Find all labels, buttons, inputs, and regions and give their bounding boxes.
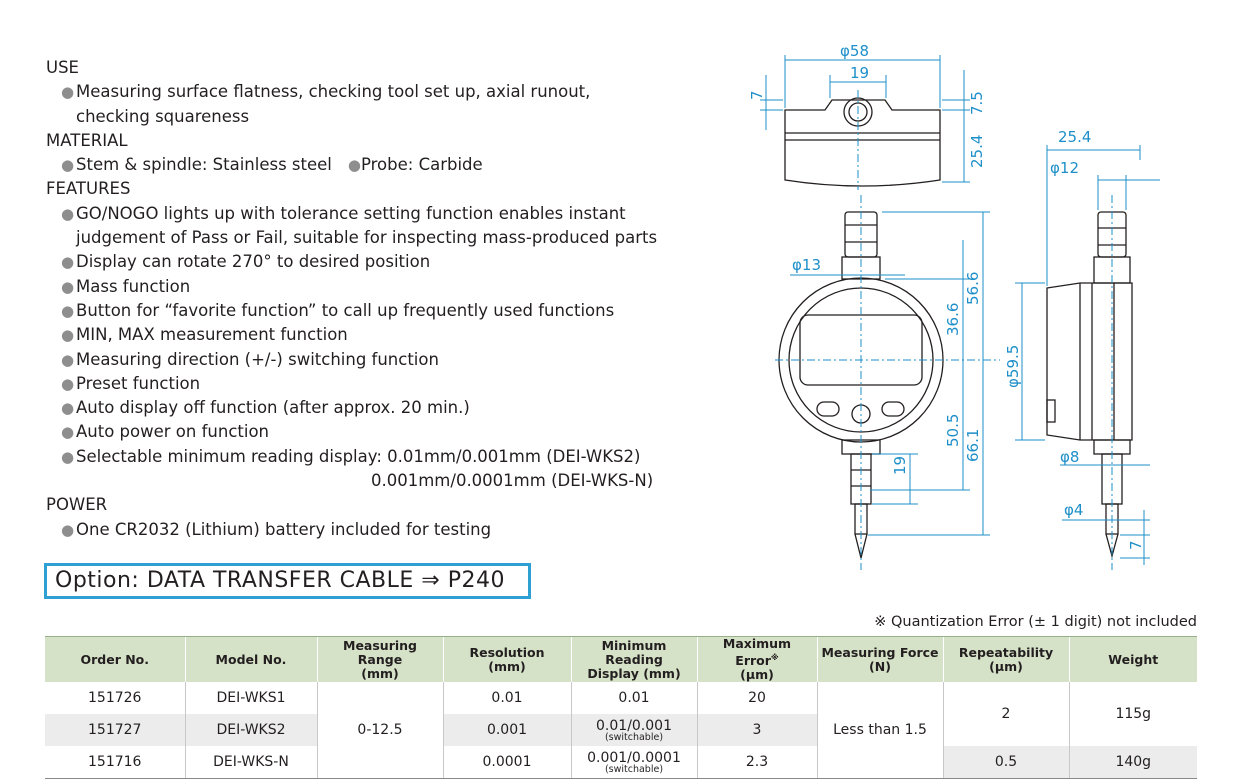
cell-range: 0-12.5 — [316, 682, 444, 780]
header-measuring-range: Measuring Range(mm) — [316, 636, 443, 683]
cell-order: 151726 — [88, 690, 142, 707]
top-view-body — [784, 99, 941, 187]
dim-66-1: 66.1 — [964, 429, 982, 462]
dim-50-5: 50.5 — [944, 414, 962, 447]
cell-resolution: 0.0001 — [442, 746, 572, 780]
dim-diameter-58: φ58 — [840, 42, 869, 60]
dim-diameter-12: φ12 — [1050, 159, 1079, 177]
power-heading: POWER — [46, 495, 108, 515]
cell-max-error: 2.3 — [696, 746, 818, 780]
material-heading: MATERIAL — [46, 130, 128, 150]
header-resolution: Resolution(mm) — [442, 636, 571, 683]
cell-repeatability: 0.5 — [942, 746, 1070, 780]
feature-item: ●Display can rotate 270° to desired posi… — [46, 250, 746, 274]
cell-order: 151716 — [45, 746, 185, 780]
dim-36-6: 36.6 — [944, 303, 962, 336]
bullet-icon: ● — [61, 374, 75, 393]
cell-max-error: 20 — [696, 682, 818, 715]
feature-item: ●Preset function — [46, 372, 746, 396]
use-item-continuation: checking squareness — [76, 106, 250, 126]
feature-item: ●Auto power on function — [46, 420, 746, 444]
feature-item: ●Measuring direction (+/-) switching fun… — [46, 348, 746, 372]
header-measuring-force: Measuring Force(N) — [816, 636, 943, 683]
specification-list: USE ●Measuring surface flatness, checkin… — [46, 56, 746, 542]
cell-resolution: 0.01 — [442, 682, 572, 715]
feature-item: ●Selectable minimum reading display: 0.0… — [46, 445, 746, 469]
cell-order: 151727 — [45, 714, 185, 747]
feature-item: ●MIN, MAX measurement function — [46, 323, 746, 347]
dim-diameter-4: φ4 — [1064, 501, 1083, 519]
cell-repeatability: 2 — [942, 682, 1070, 747]
dim-7-left: 7 — [748, 90, 766, 100]
dim-25-4-horizontal: 25.4 — [1058, 128, 1091, 146]
dim-diameter-8: φ8 — [1060, 448, 1079, 466]
features-heading: FEATURES — [46, 179, 131, 199]
dim-19-stem: 19 — [891, 456, 909, 475]
feature-item: ●Button for “favorite function” to call … — [46, 299, 746, 323]
dim-19-top: 19 — [850, 64, 869, 82]
bullet-icon: ● — [61, 447, 75, 466]
table-header-row: Order No. Model No. Measuring Range(mm) … — [45, 636, 1197, 683]
bullet-icon: ● — [61, 350, 75, 369]
bullet-icon: ● — [61, 520, 75, 539]
cell-model: DEI-WKS-N — [184, 746, 318, 780]
header-maximum-error: Maximum Error※(μm) — [696, 636, 817, 683]
dim-7-5: 7.5 — [968, 91, 986, 115]
cell-min-reading: 0.01/0.001(switchable) — [570, 714, 698, 747]
cell-max-error: 3 — [696, 714, 818, 747]
dim-diameter-59-5: φ59.5 — [1004, 345, 1022, 388]
power-item: ●One CR2032 (Lithium) battery included f… — [46, 518, 746, 542]
header-model-no: Model No. — [184, 636, 317, 683]
feature-item-continuation: 0.001mm/0.0001mm (DEI-WKS-N) — [371, 471, 654, 491]
side-body — [1046, 282, 1133, 441]
dim-7-tip: 7 — [1127, 540, 1145, 550]
quantization-note: ※ Quantization Error (± 1 digit) not inc… — [874, 614, 1197, 630]
bullet-icon: ● — [61, 301, 75, 320]
bullet-icon: ● — [61, 156, 75, 175]
cell-resolution: 0.001 — [442, 714, 572, 747]
use-item: ●Measuring surface flatness, checking to… — [46, 80, 746, 104]
header-repeatability: Repeatability(μm) — [942, 636, 1069, 683]
bullet-icon: ● — [61, 253, 75, 272]
feature-item: ●Auto display off function (after approx… — [46, 396, 746, 420]
cell-min-reading: 0.01 — [570, 682, 698, 715]
header-weight: Weight — [1068, 636, 1197, 683]
cell-weight: 140g — [1069, 746, 1197, 780]
cell-model: DEI-WKS2 — [184, 714, 318, 747]
cell-min-reading: 0.001/0.0001(switchable) — [570, 746, 698, 780]
table-row: 151727 DEI-WKS2 0.001 0.01/0.001(switcha… — [45, 714, 1197, 747]
bullet-icon: ● — [61, 326, 75, 345]
bullet-icon: ● — [61, 399, 75, 418]
material-items: ●Stem & spindle: Stainless steel●Probe: … — [46, 153, 746, 177]
feature-item: ●Mass function — [46, 275, 746, 299]
bullet-icon: ● — [61, 204, 75, 223]
table-row: 151726 DEI-WKS1 0-12.5 0.01 0.01 20 Less… — [45, 682, 1197, 780]
bullet-icon: ● — [61, 83, 75, 102]
dim-25-4-vertical: 25.4 — [968, 135, 986, 168]
table-row: 151716 DEI-WKS-N 0.0001 0.001/0.0001(swi… — [45, 746, 1197, 780]
dimension-drawing: φ58 19 7 7.5 25.4 φ13 36.6 56.6 50.5 66.… — [748, 42, 1160, 570]
bullet-icon: ● — [61, 277, 75, 296]
use-heading: USE — [46, 58, 79, 77]
feature-item-continuation: judgement of Pass or Fail, suitable for … — [76, 228, 658, 248]
bullet-icon: ● — [61, 423, 75, 442]
dim-56-6: 56.6 — [964, 272, 982, 305]
dim-diameter-13: φ13 — [792, 256, 821, 274]
cell-weight: 115g — [1115, 706, 1152, 723]
spec-table: Order No. Model No. Measuring Range(mm) … — [45, 636, 1197, 780]
option-box: Option: DATA TRANSFER CABLE ⇒ P240 — [44, 563, 531, 599]
feature-item: ●GO/NOGO lights up with tolerance settin… — [46, 202, 746, 226]
cell-model: DEI-WKS1 — [184, 682, 318, 715]
cell-force: Less than 1.5 — [816, 682, 944, 780]
header-order-no: Order No. — [45, 636, 185, 683]
bullet-icon: ● — [347, 156, 361, 175]
